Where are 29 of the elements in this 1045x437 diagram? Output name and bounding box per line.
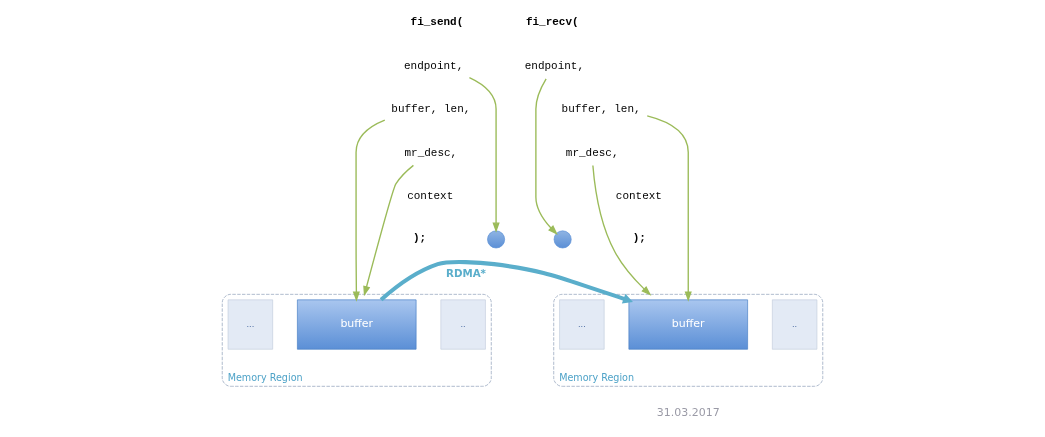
node-box: ..: [771, 299, 818, 350]
node-text: mr_desc,: [565, 146, 619, 159]
label: fi_recv(: [525, 16, 579, 29]
label: context: [407, 189, 454, 202]
arrow: [592, 164, 652, 296]
arrow: [352, 119, 386, 302]
label: );: [632, 232, 646, 245]
node-circle: [553, 230, 572, 249]
node-text: mr_desc,: [404, 146, 458, 159]
node-box: buffer: [628, 299, 748, 350]
node-text: endpoint,: [524, 60, 585, 73]
label: context: [615, 189, 662, 202]
arrow: [468, 76, 500, 233]
node-text: buffer, len,: [561, 103, 641, 116]
edge-label: RDMA*: [445, 266, 486, 279]
arrow: [646, 115, 692, 302]
node-text: endpoint,: [404, 60, 464, 73]
arrow: [379, 259, 633, 304]
arrow: [363, 164, 415, 297]
label: fi_send(: [410, 16, 464, 29]
node-circle: [487, 230, 505, 249]
node-text: buffer, len,: [391, 103, 471, 116]
label: 31.03.2017: [656, 406, 720, 420]
node-box: buffer: [297, 299, 417, 350]
label: );: [413, 232, 427, 245]
node-box: ...: [559, 299, 605, 350]
node-box: ..: [440, 299, 486, 350]
arrow: [535, 78, 558, 235]
node-box: ...: [227, 299, 274, 350]
